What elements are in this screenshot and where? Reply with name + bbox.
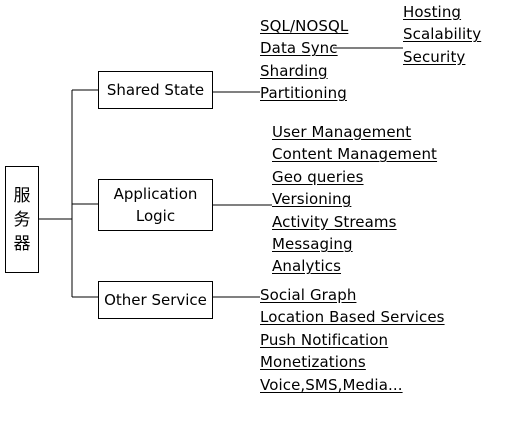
data-sync-item: Hosting bbox=[403, 3, 462, 21]
application-logic-item: User Management bbox=[272, 123, 412, 141]
other-service-item: Push Notification bbox=[260, 330, 389, 349]
application-logic-item: Geo queries bbox=[272, 167, 364, 186]
application-logic-item: Activity Streams bbox=[272, 212, 397, 231]
other-service-items: Social Graph Location Based Services Pus… bbox=[260, 284, 445, 396]
shared-state-item: Sharding bbox=[260, 61, 328, 80]
data-sync-item: Scalability bbox=[403, 25, 482, 44]
application-logic-item: Content Management bbox=[272, 145, 438, 164]
application-logic-items: User Management Content Management Geo q… bbox=[272, 121, 437, 278]
other-service-item: Location Based Services bbox=[260, 308, 445, 327]
application-logic-label-line1: Application bbox=[113, 185, 198, 203]
shared-state-items: SQL/NOSQL Data Sync Sharding Partitionin… bbox=[260, 15, 348, 105]
root-char: 服 bbox=[13, 185, 31, 206]
application-logic-item: Versioning bbox=[272, 190, 352, 209]
application-logic-item: Analytics bbox=[272, 257, 342, 276]
data-sync-item: Security bbox=[403, 47, 466, 66]
application-logic-item: Messaging bbox=[272, 235, 353, 254]
other-service-node: Other Service bbox=[98, 281, 213, 319]
shared-state-item: Data Sync bbox=[260, 39, 338, 58]
shared-state-node: Shared State bbox=[98, 71, 213, 109]
root-char: 务 bbox=[13, 209, 31, 230]
shared-state-item: Partitioning bbox=[260, 84, 347, 103]
root-node-server: 服 务 器 bbox=[5, 166, 39, 273]
data-sync-items: Hosting Scalability Security bbox=[403, 1, 481, 68]
application-logic-node: Application Logic bbox=[98, 179, 213, 231]
root-char: 器 bbox=[13, 233, 31, 254]
application-logic-label-line2: Logic bbox=[135, 207, 176, 225]
other-service-item: Social Graph bbox=[260, 286, 357, 304]
shared-state-label: Shared State bbox=[106, 81, 205, 99]
other-service-label: Other Service bbox=[104, 291, 207, 309]
other-service-item: Monetizations bbox=[260, 353, 366, 372]
shared-state-item: SQL/NOSQL bbox=[260, 17, 349, 35]
other-service-item: Voice,SMS,Media... bbox=[260, 375, 403, 394]
